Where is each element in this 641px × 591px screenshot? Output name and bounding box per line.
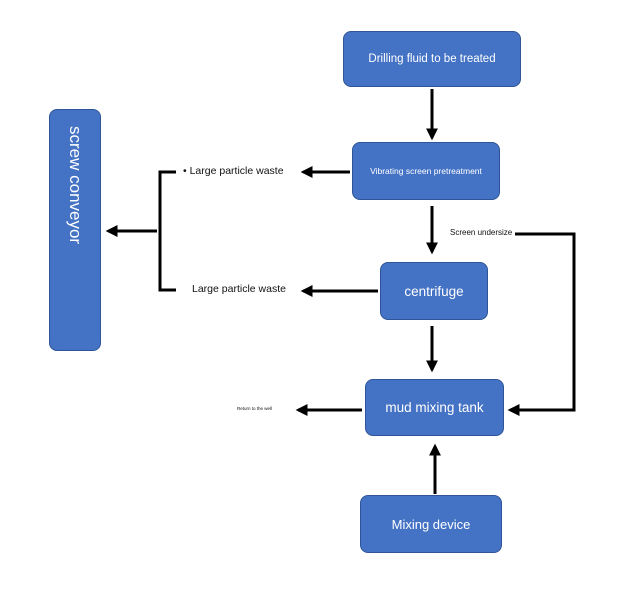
mixing-device-box: Mixing device bbox=[360, 495, 502, 553]
screw-conveyor-label: screw conveyor bbox=[66, 126, 85, 245]
centrifuge-box: centrifuge bbox=[380, 262, 488, 320]
drilling-fluid-label: Drilling fluid to be treated bbox=[368, 53, 496, 65]
large-waste-top-label: • Large particle waste bbox=[183, 165, 284, 177]
large-waste-bottom-label: Large particle waste bbox=[192, 283, 286, 295]
screw-conveyor-box: screw conveyor bbox=[49, 109, 101, 351]
centrifuge-label: centrifuge bbox=[404, 283, 464, 299]
waste-bracket bbox=[158, 170, 176, 292]
drilling-fluid-box: Drilling fluid to be treated bbox=[343, 31, 521, 87]
screen-undersize-line bbox=[507, 232, 576, 416]
vibrating-screen-box: Vibrating screen pretreatment bbox=[352, 142, 500, 200]
mud-mixing-tank-box: mud mixing tank bbox=[365, 379, 504, 436]
return-to-well-label: Return to the well bbox=[237, 406, 273, 411]
screen-undersize-label: Screen undersize bbox=[450, 228, 513, 237]
mixing-device-label: Mixing device bbox=[391, 516, 471, 532]
mud-mixing-tank-label: mud mixing tank bbox=[385, 400, 484, 415]
vibrating-screen-label: Vibrating screen pretreatment bbox=[370, 166, 482, 176]
